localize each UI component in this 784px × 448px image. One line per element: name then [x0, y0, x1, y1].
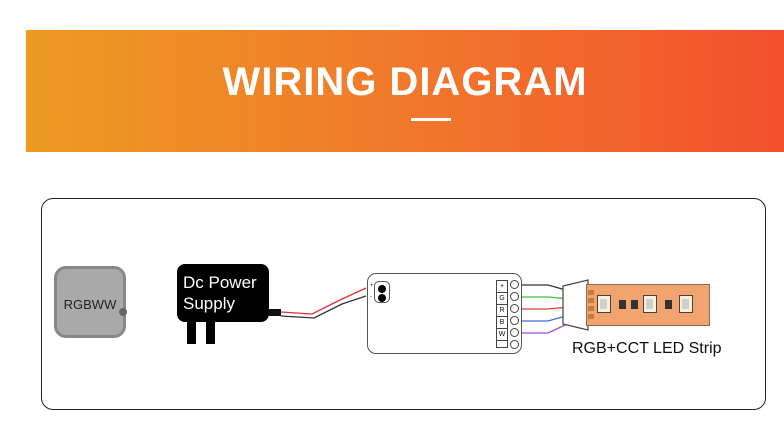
power-supply-label-line2: Supply	[183, 294, 235, 313]
led-chip-icon	[643, 295, 657, 313]
jack-label-minus: -	[370, 294, 372, 300]
terminal-label: G	[497, 293, 507, 305]
psu-cable-sleeve	[269, 309, 281, 316]
led-strip-caption: RGB+CCT LED Strip	[572, 340, 722, 357]
terminal-label: +	[497, 281, 507, 293]
terminal-port-icon	[510, 304, 519, 313]
solder-pad	[588, 314, 594, 319]
header-banner: WIRING DIAGRAM	[26, 30, 784, 152]
resistor-icon	[631, 300, 638, 309]
resistor-icon	[619, 300, 626, 309]
jack-pin-icon	[378, 285, 386, 293]
psu-wire-red	[280, 287, 367, 315]
solder-pad	[588, 298, 594, 303]
jack-label-plus: +	[370, 283, 374, 289]
power-supply-label-line1: Dc Power	[183, 273, 257, 292]
terminal-label: B	[497, 317, 507, 329]
diagram-frame	[41, 198, 766, 410]
led-strip	[586, 284, 710, 326]
psu-wire-black	[280, 295, 367, 319]
led-chip-icon	[679, 295, 693, 313]
rgbww-label: RGBWW	[63, 297, 117, 312]
terminal-label: R	[497, 305, 507, 317]
dc-power-supply: Dc Power Supply	[177, 264, 269, 322]
jack-pin-icon	[378, 294, 386, 302]
led-chip-icon	[597, 295, 611, 313]
terminal-block: + G R B W	[496, 280, 508, 348]
terminal-port-icon	[510, 280, 519, 289]
plug-prong-icon	[187, 322, 196, 344]
terminal-label	[497, 341, 507, 352]
terminal-port-icon	[510, 316, 519, 325]
terminal-port-icon	[510, 328, 519, 337]
strip-connector	[562, 279, 589, 331]
remote-indicator-icon	[119, 308, 127, 316]
resistor-icon	[665, 300, 672, 309]
terminal-label: W	[497, 329, 507, 341]
dc-input-jack	[374, 281, 390, 303]
terminal-port-icon	[510, 292, 519, 301]
plug-prong-icon	[206, 322, 215, 344]
terminal-port-icon	[510, 340, 519, 349]
power-supply-label: Dc Power Supply	[183, 272, 257, 314]
title-underline	[411, 118, 451, 121]
page-title: WIRING DIAGRAM	[222, 60, 588, 104]
solder-pad	[588, 306, 594, 311]
rgbww-remote: RGBWW	[54, 266, 126, 338]
solder-pad	[588, 290, 594, 295]
